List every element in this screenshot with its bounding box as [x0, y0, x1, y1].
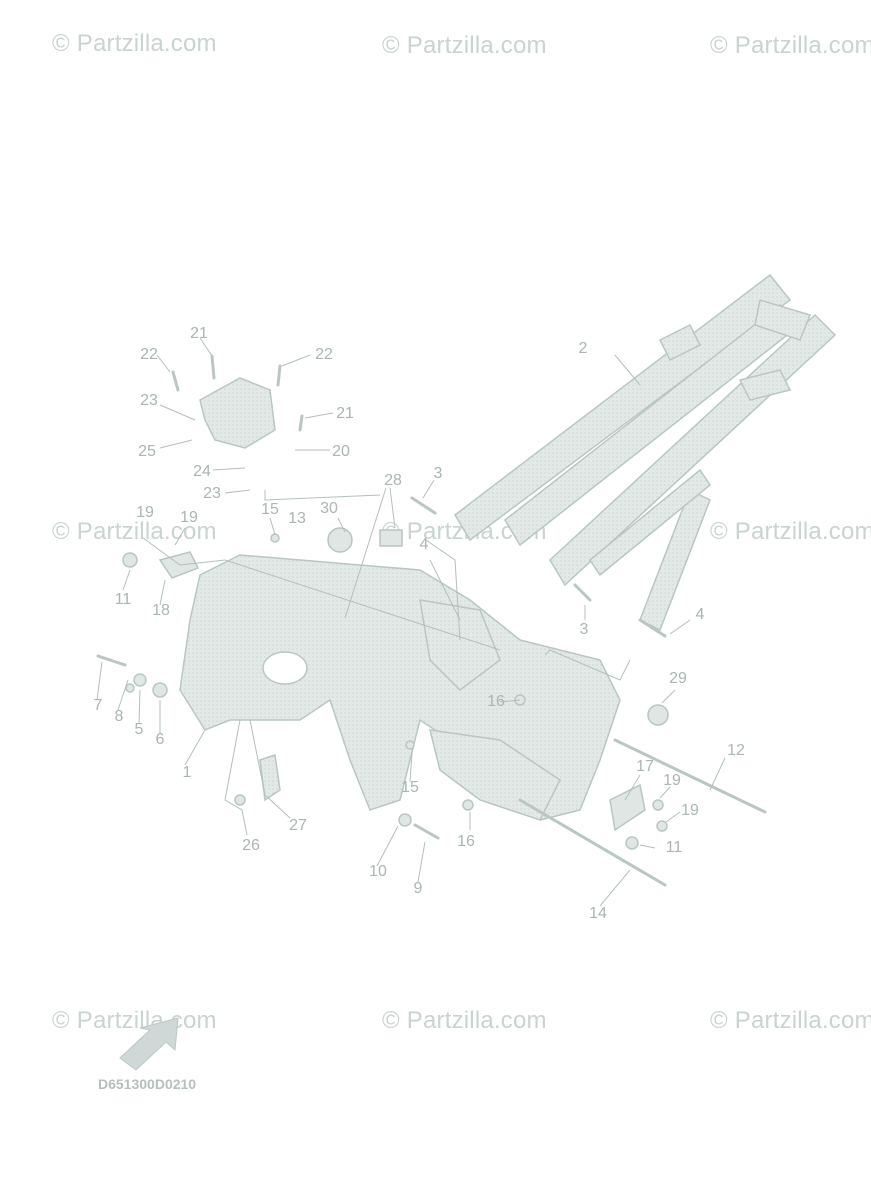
hardware — [122, 527, 669, 850]
callout-7: 7 — [93, 697, 103, 714]
watermark: © Partzilla.com — [710, 32, 871, 59]
callout-25: 25 — [138, 443, 156, 460]
callout-3: 3 — [433, 465, 443, 482]
callout-10: 10 — [369, 863, 387, 880]
callout-23: 23 — [203, 485, 221, 502]
leader-lines — [96, 337, 726, 907]
upper-bracket — [199, 377, 276, 449]
callout-4: 4 — [695, 606, 705, 623]
callout-16: 16 — [487, 693, 505, 710]
main-frame — [179, 554, 621, 821]
callout-19: 19 — [681, 802, 699, 819]
callout-30: 30 — [320, 500, 338, 517]
callout-11: 11 — [665, 839, 683, 856]
callout-27: 27 — [289, 817, 307, 834]
watermark: © Partzilla.com — [382, 32, 547, 59]
callout-12: 12 — [727, 742, 745, 759]
callout-28: 28 — [384, 472, 402, 489]
callout-21: 21 — [336, 405, 354, 422]
callout-22: 22 — [315, 346, 333, 363]
callout-21: 21 — [190, 325, 208, 342]
callout-5: 5 — [134, 721, 144, 738]
callout-23: 23 — [140, 392, 158, 409]
watermark: © Partzilla.com — [382, 1007, 547, 1034]
callout-16: 16 — [457, 833, 475, 850]
callout-18: 18 — [152, 602, 170, 619]
callout-19: 19 — [180, 509, 198, 526]
watermark: © Partzilla.com — [52, 518, 217, 545]
watermark: © Partzilla.com — [710, 1007, 871, 1034]
watermark: © Partzilla.com — [52, 30, 217, 57]
watermark: © Partzilla.com — [710, 518, 871, 545]
callout-8: 8 — [114, 708, 124, 725]
callout-20: 20 — [332, 443, 350, 460]
callout-13: 13 — [288, 510, 306, 527]
callout-6: 6 — [155, 731, 165, 748]
watermark: © Partzilla.com — [52, 1007, 217, 1034]
callout-11: 11 — [114, 591, 132, 608]
callout-24: 24 — [193, 463, 211, 480]
callout-4: 4 — [419, 536, 429, 553]
front-arrow-icon — [119, 1017, 179, 1071]
diagram-code: D651300D0210 — [98, 1076, 197, 1092]
callout-29: 29 — [669, 670, 687, 687]
callout-14: 14 — [589, 905, 607, 922]
callout-26: 26 — [242, 837, 260, 854]
callout-1: 1 — [182, 764, 192, 781]
callout-17: 17 — [636, 758, 654, 775]
rear-subframe — [454, 273, 837, 632]
callout-2: 2 — [578, 340, 588, 357]
bolts — [96, 354, 767, 887]
callout-3: 3 — [579, 621, 589, 638]
callout-15: 15 — [261, 501, 279, 518]
callout-22: 22 — [140, 346, 158, 363]
callout-9: 9 — [413, 880, 423, 897]
callout-19: 19 — [663, 772, 681, 789]
callout-15: 15 — [401, 779, 419, 796]
callout-19: 19 — [136, 504, 154, 521]
